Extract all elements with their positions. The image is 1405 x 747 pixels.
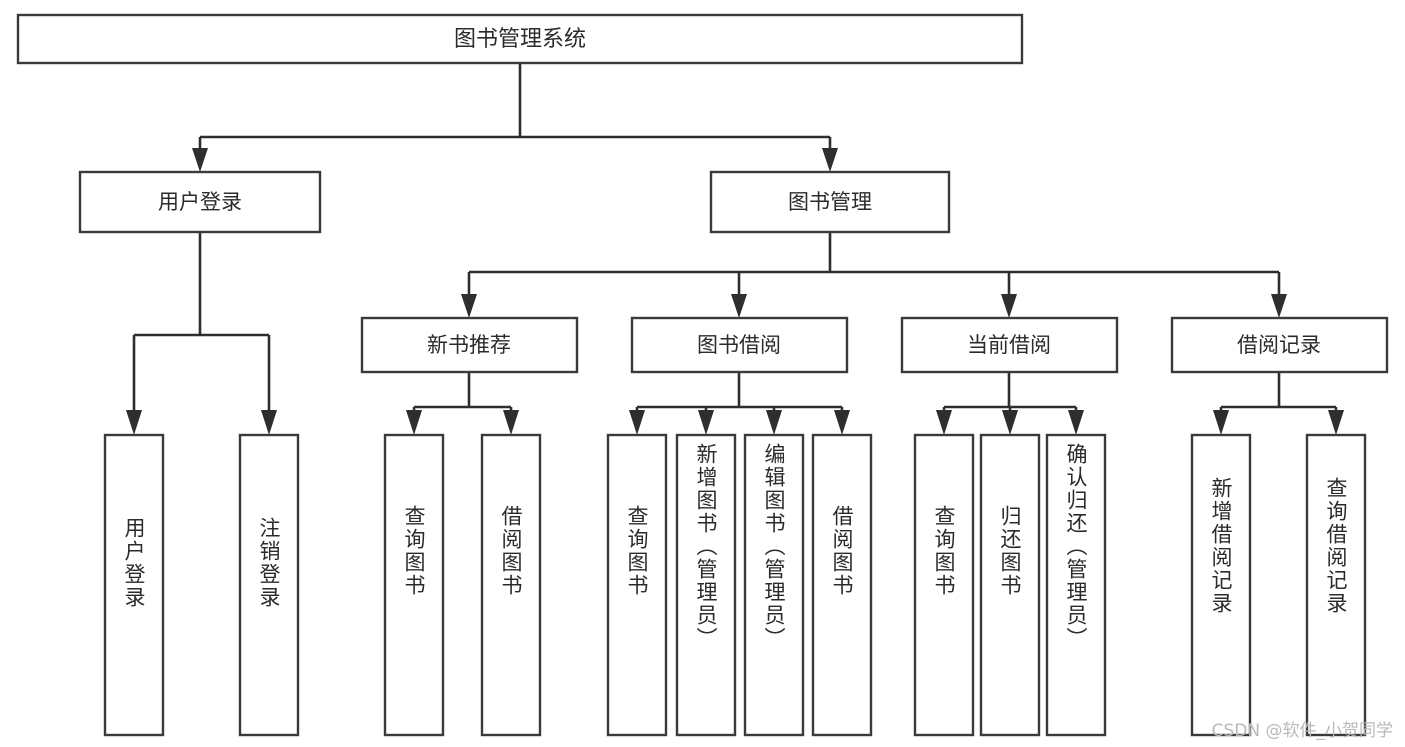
arrow-icon-leaf-user-logout <box>261 410 277 435</box>
arrow-icon-leaf-add-borrow-record <box>1213 410 1229 435</box>
arrow-icon-book-borrow <box>731 294 747 318</box>
arrow-icon-book-manage <box>822 148 838 172</box>
node-root[interactable]: 图书管理系统 <box>16 13 1024 65</box>
leaf-box-query-book-2[interactable] <box>606 433 668 737</box>
node-user-login-label: 用户登录 <box>158 190 242 214</box>
leaf-box-confirm-return-admin[interactable] <box>1045 433 1107 737</box>
node-user-login[interactable]: 用户登录 <box>78 170 322 234</box>
node-book-borrow[interactable]: 图书借阅 <box>630 316 849 374</box>
leaf-box-add-book-admin[interactable] <box>675 433 737 737</box>
leaf-box-edit-book-admin[interactable] <box>743 433 805 737</box>
arrow-icon-user-login <box>192 148 208 172</box>
arrow-icon-leaf-query-book-1 <box>406 410 422 435</box>
node-new-book-recommend[interactable]: 新书推荐 <box>360 316 579 374</box>
leaf-box-user-login[interactable] <box>103 433 165 737</box>
leaf-box-user-logout[interactable] <box>238 433 300 737</box>
leaf-box-query-book-1[interactable] <box>383 433 445 737</box>
node-current-borrow[interactable]: 当前借阅 <box>900 316 1119 374</box>
node-current-borrow-label: 当前借阅 <box>967 333 1051 357</box>
arrow-icon-leaf-return-book <box>1002 410 1018 435</box>
arrow-icon-leaf-user-login <box>126 410 142 435</box>
connector-layer <box>126 63 1344 435</box>
arrow-icon-current-borrow <box>1001 294 1017 318</box>
node-book-manage-label: 图书管理 <box>788 190 872 214</box>
arrow-icon-leaf-confirm-return-admin <box>1068 410 1084 435</box>
arrow-icon-leaf-borrow-book-2 <box>834 410 850 435</box>
node-book-borrow-label: 图书借阅 <box>697 333 781 357</box>
leaf-box-query-borrow-record[interactable] <box>1305 433 1367 737</box>
arrow-icon-leaf-query-book-3 <box>936 410 952 435</box>
arrow-icon-borrow-record <box>1271 294 1287 318</box>
arrow-icon-new-book-recommend <box>461 294 477 318</box>
arrow-icon-leaf-edit-book-admin <box>766 410 782 435</box>
arrow-icon-leaf-add-book-admin <box>698 410 714 435</box>
arrow-icon-leaf-borrow-book-1 <box>503 410 519 435</box>
node-borrow-record[interactable]: 借阅记录 <box>1170 316 1389 374</box>
node-borrow-record-label: 借阅记录 <box>1237 333 1321 357</box>
arrow-icon-leaf-query-borrow-record <box>1328 410 1344 435</box>
leaf-box-return-book[interactable] <box>979 433 1041 737</box>
leaf-box-borrow-book-2[interactable] <box>811 433 873 737</box>
node-layer: 图书管理系统 用户登录 图书管理 新书推荐 图书借阅 当前 <box>16 13 1389 737</box>
node-new-book-recommend-label: 新书推荐 <box>427 333 511 357</box>
node-book-manage[interactable]: 图书管理 <box>709 170 951 234</box>
leaf-box-borrow-book-1[interactable] <box>480 433 542 737</box>
arrow-icon-leaf-query-book-2 <box>629 410 645 435</box>
leaf-box-query-book-3[interactable] <box>913 433 975 737</box>
node-root-label: 图书管理系统 <box>454 27 586 52</box>
leaf-box-add-borrow-record[interactable] <box>1190 433 1252 737</box>
